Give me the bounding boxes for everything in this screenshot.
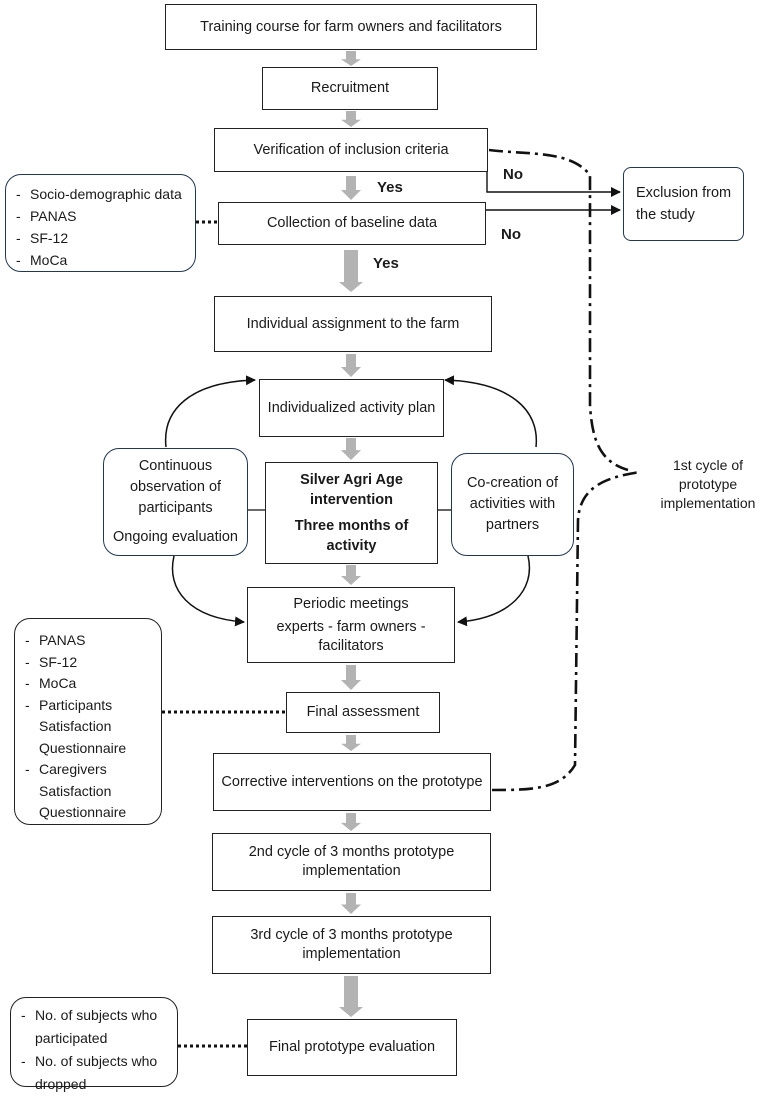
yes-label-baseline: Yes: [373, 255, 399, 272]
third-cycle-box: 3rd cycle of 3 months prototype implemen…: [212, 916, 491, 974]
first-cycle-bracket-bottom: [491, 470, 641, 792]
recruitment-text: Recruitment: [310, 80, 390, 96]
measure-item: Participants Satisfaction Questionnaire: [25, 695, 151, 760]
evaluation-measures-box: No. of subjects who participatedNo. of s…: [10, 997, 178, 1092]
observation-text: Continuous observation of participants: [129, 458, 222, 516]
corrective-interventions-text: Corrective interventions on the prototyp…: [221, 773, 483, 790]
loop-cocreation-to-meetings: [457, 555, 531, 627]
flow-arrow: [341, 565, 361, 585]
assignment-text: Individual assignment to the farm: [246, 315, 460, 332]
baseline-data-text: Collection of baseline data: [266, 215, 438, 231]
flow-arrow: [341, 438, 361, 460]
second-cycle-box: 2nd cycle of 3 months prototype implemen…: [212, 833, 491, 891]
training-course-box: Training course for farm owners and faci…: [165, 4, 537, 50]
no-label-baseline: No: [501, 226, 521, 243]
measure-item: SF-12: [16, 227, 185, 249]
observation-box: Continuous observation of participants O…: [103, 448, 248, 556]
first-cycle-label: 1st cycle of prototype implementation: [652, 456, 764, 513]
measure-item: Socio-demographic data: [16, 183, 185, 205]
periodic-meetings-title: Periodic meetings: [293, 595, 409, 612]
third-cycle-text: 3rd cycle of 3 months prototype implemen…: [250, 927, 453, 962]
loop-observation-to-plan: [164, 375, 256, 448]
periodic-meetings-box: Periodic meetings experts - farm owners …: [247, 587, 455, 663]
intervention-duration: Three months of activity: [294, 518, 409, 554]
final-assessment-box: Final assessment: [286, 692, 440, 733]
training-course-text: Training course for farm owners and faci…: [200, 18, 502, 35]
measure-item: Caregivers Satisfaction Questionnaire: [25, 759, 151, 824]
measure-item: MoCa: [25, 673, 151, 695]
activity-plan-text: Individualized activity plan: [267, 399, 436, 416]
final-measures-box: PANASSF-12MoCaParticipants Satisfaction …: [14, 618, 162, 825]
first-cycle-text: 1st cycle of prototype implementation: [660, 457, 756, 511]
exclusion-text: Exclusion from the study: [636, 185, 732, 223]
flow-arrow: [341, 893, 361, 914]
verification-text: Verification of inclusion criteria: [253, 141, 449, 158]
measure-item: MoCa: [16, 249, 185, 271]
final-assessment-text: Final assessment: [306, 704, 420, 720]
evaluation-measures-list: No. of subjects who participatedNo. of s…: [21, 1004, 167, 1096]
recruitment-box: Recruitment: [262, 67, 438, 110]
cocreation-box: Co-creation of activities with partners: [451, 453, 574, 556]
flow-arrow: [341, 735, 361, 751]
baseline-data-box: Collection of baseline data: [218, 202, 486, 245]
second-cycle-text: 2nd cycle of 3 months prototype implemen…: [248, 844, 455, 879]
verification-box: Verification of inclusion criteria: [214, 128, 488, 172]
measure-item: SF-12: [25, 652, 151, 674]
flow-arrow: [339, 976, 363, 1017]
flow-arrow: [341, 354, 361, 377]
flow-arrow: [341, 51, 361, 66]
intervention-title: Silver Agri Age intervention: [300, 472, 403, 508]
measure-item: PANAS: [16, 205, 185, 227]
first-cycle-bracket-top: [488, 148, 629, 472]
measure-item: PANAS: [25, 630, 151, 652]
assignment-box: Individual assignment to the farm: [214, 296, 492, 352]
flow-arrow: [339, 250, 363, 292]
flow-arrow: [341, 665, 361, 690]
loop-observation-to-meetings: [171, 555, 245, 627]
loop-cocreation-to-plan: [444, 375, 538, 448]
baseline-measures-box: Socio-demographic dataPANASSF-12MoCa: [5, 174, 196, 272]
intervention-box: Silver Agri Age intervention Three month…: [265, 462, 438, 564]
flow-arrow: [341, 813, 361, 831]
cocreation-text: Co-creation of activities with partners: [466, 475, 559, 533]
final-evaluation-text: Final prototype evaluation: [268, 1039, 436, 1055]
activity-plan-box: Individualized activity plan: [259, 379, 444, 437]
flow-arrow: [341, 111, 361, 127]
periodic-meetings-participants: experts - farm owners - facilitators: [276, 618, 426, 654]
measure-item: No. of subjects who dropped: [21, 1050, 167, 1096]
yes-label-verification: Yes: [377, 179, 403, 196]
corrective-interventions-box: Corrective interventions on the prototyp…: [213, 753, 491, 811]
exclusion-box: Exclusion from the study: [623, 167, 744, 241]
final-measures-list: PANASSF-12MoCaParticipants Satisfaction …: [25, 630, 151, 824]
baseline-measures-list: Socio-demographic dataPANASSF-12MoCa: [16, 183, 185, 271]
ongoing-evaluation-text: Ongoing evaluation: [113, 529, 238, 545]
measure-item: No. of subjects who participated: [21, 1004, 167, 1050]
final-evaluation-box: Final prototype evaluation: [247, 1019, 457, 1076]
flow-arrow: [341, 176, 361, 200]
no-label-verification: No: [503, 166, 523, 183]
